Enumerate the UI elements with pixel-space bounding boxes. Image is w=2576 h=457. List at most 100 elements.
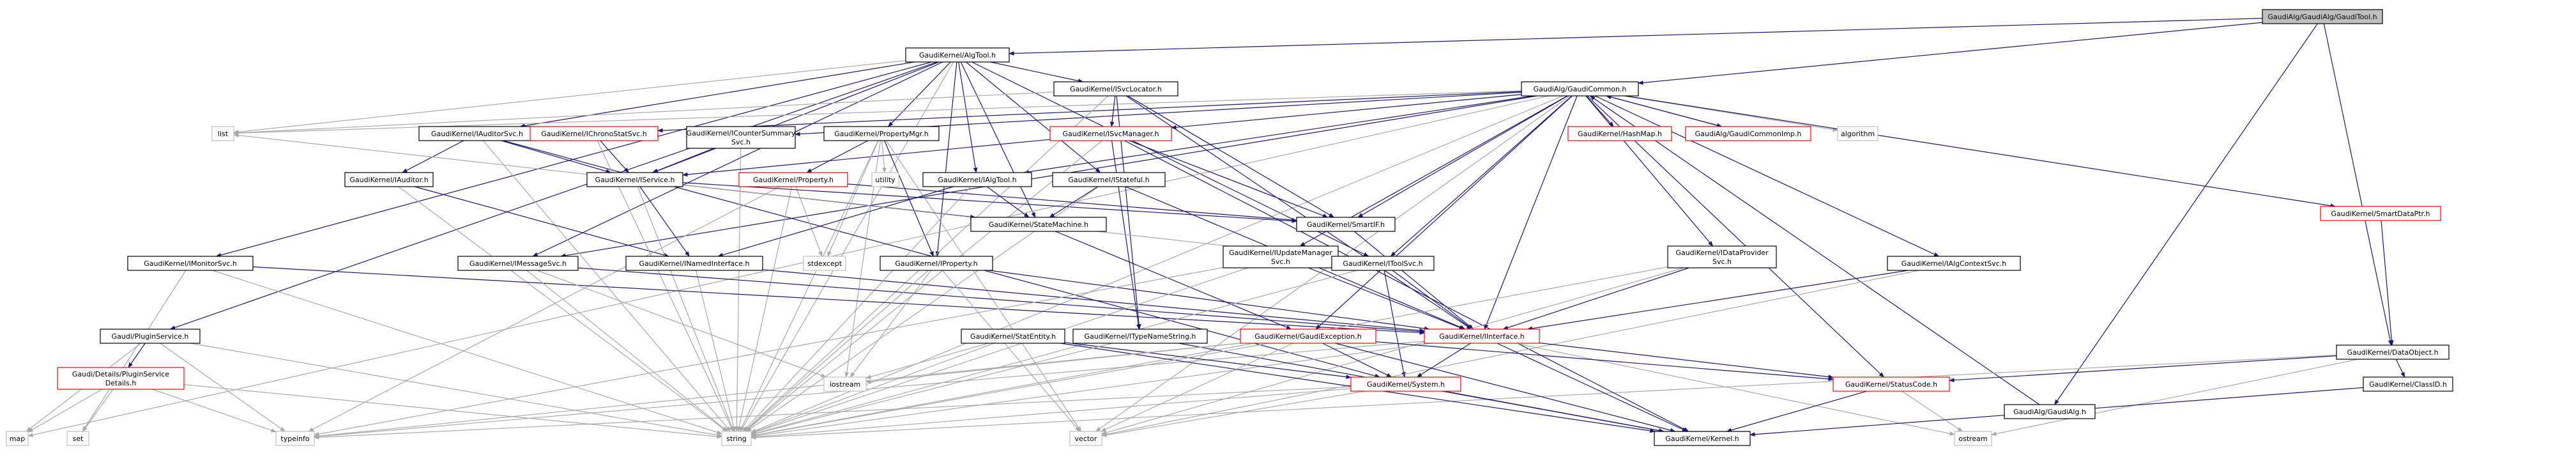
node-box[interactable] xyxy=(1331,256,1435,271)
node-box[interactable] xyxy=(1521,81,1639,97)
node-box[interactable] xyxy=(127,256,254,271)
node-IMessageSvc[interactable]: GaudiKernel/IMessageSvc.h xyxy=(457,256,579,271)
node-StatEntity[interactable]: GaudiKernel/StatEntity.h xyxy=(961,329,1065,344)
node-SmartIF[interactable]: GaudiKernel/SmartIF.h xyxy=(1296,217,1396,232)
node-box[interactable] xyxy=(970,217,1107,232)
node-box[interactable] xyxy=(738,172,848,187)
node-IMonitorSvc[interactable]: GaudiKernel/IMonitorSvc.h xyxy=(127,256,254,271)
node-box[interactable] xyxy=(1069,431,1102,446)
node-Property[interactable]: GaudiKernel/Property.h xyxy=(738,172,848,187)
node-box[interactable] xyxy=(1052,172,1166,187)
node-StatusCode[interactable]: GaudiKernel/StatusCode.h xyxy=(1833,376,1950,392)
node-IService[interactable]: GaudiKernel/IService.h xyxy=(586,172,683,187)
node-box[interactable] xyxy=(57,367,185,390)
node-GaudiCommonImp[interactable]: GaudiAlg/GaudiCommonImp.h xyxy=(1685,126,1811,141)
node-box[interactable] xyxy=(1833,376,1950,392)
node-box[interactable] xyxy=(625,256,763,271)
node-ITypeNameString[interactable]: GaudiKernel/ITypeNameString.h xyxy=(1072,329,1208,344)
node-box[interactable] xyxy=(1954,431,1992,446)
node-box[interactable] xyxy=(880,256,993,271)
node-PropertyMgr[interactable]: GaudiKernel/PropertyMgr.h xyxy=(823,126,940,141)
node-typeinfo[interactable]: typeinfo xyxy=(275,431,315,446)
node-box[interactable] xyxy=(1567,126,1672,141)
node-INamedInterface[interactable]: GaudiKernel/INamedInterface.h xyxy=(625,256,763,271)
node-box[interactable] xyxy=(2336,345,2450,360)
node-Kernel[interactable]: GaudiKernel/Kernel.h xyxy=(1654,431,1751,446)
node-box[interactable] xyxy=(275,431,315,446)
node-box[interactable] xyxy=(344,172,434,187)
node-box[interactable] xyxy=(1053,81,1178,97)
node-box[interactable] xyxy=(2363,376,2453,392)
node-box[interactable] xyxy=(823,126,940,141)
node-box[interactable] xyxy=(823,376,867,392)
node-box[interactable] xyxy=(1350,376,1461,392)
node-box[interactable] xyxy=(457,256,579,271)
node-box[interactable] xyxy=(922,172,1032,187)
node-iostream[interactable]: iostream xyxy=(823,376,867,392)
node-box[interactable] xyxy=(1654,431,1751,446)
node-ISvcManager[interactable]: GaudiKernel/ISvcManager.h xyxy=(1049,126,1172,141)
node-IProperty[interactable]: GaudiKernel/IProperty.h xyxy=(880,256,993,271)
node-box[interactable] xyxy=(1424,329,1540,344)
node-vector[interactable]: vector xyxy=(1069,431,1102,446)
node-box[interactable] xyxy=(1685,126,1811,141)
node-label: GaudiKernel/SmartDataPtr.h xyxy=(2331,210,2430,218)
node-box[interactable] xyxy=(871,172,899,187)
node-label: GaudiKernel/IMessageSvc.h xyxy=(469,259,567,268)
node-box[interactable] xyxy=(1072,329,1208,344)
node-box[interactable] xyxy=(586,172,683,187)
node-box[interactable] xyxy=(1240,329,1376,344)
node-GaudiException[interactable]: GaudiKernel/GaudiException.h xyxy=(1240,329,1376,344)
node-box[interactable] xyxy=(1667,245,1777,268)
node-GaudiCommon[interactable]: GaudiAlg/GaudiCommon.h xyxy=(1521,81,1639,97)
node-box[interactable] xyxy=(66,431,89,446)
node-box[interactable] xyxy=(905,47,1010,63)
node-utility[interactable]: utility xyxy=(871,172,899,187)
node-box[interactable] xyxy=(1887,256,2021,271)
node-ostream[interactable]: ostream xyxy=(1954,431,1992,446)
node-IAlgContextSvc[interactable]: GaudiKernel/IAlgContextSvc.h xyxy=(1887,256,2021,271)
node-box[interactable] xyxy=(1296,217,1396,232)
node-stdexcept[interactable]: stdexcept xyxy=(803,256,846,271)
node-StateMachine[interactable]: GaudiKernel/StateMachine.h xyxy=(970,217,1107,232)
node-GaudiAlgH[interactable]: GaudiAlg/GaudiAlg.h xyxy=(2004,404,2096,419)
node-box[interactable] xyxy=(803,256,846,271)
node-AlgTool[interactable]: GaudiKernel/AlgTool.h xyxy=(905,47,1010,63)
node-HashMap[interactable]: GaudiKernel/HashMap.h xyxy=(1567,126,1672,141)
node-System[interactable]: GaudiKernel/System.h xyxy=(1350,376,1461,392)
node-IAlgTool[interactable]: GaudiKernel/IAlgTool.h xyxy=(922,172,1032,187)
node-box[interactable] xyxy=(1837,126,1879,141)
node-PluginService[interactable]: Gaudi/PluginService.h xyxy=(100,329,201,344)
node-box[interactable] xyxy=(6,431,29,446)
node-box[interactable] xyxy=(721,431,752,446)
node-algorithm[interactable]: algorithm xyxy=(1837,126,1879,141)
node-SvcLocator[interactable]: GaudiKernel/ISvcLocator.h xyxy=(1053,81,1178,97)
node-list[interactable]: list xyxy=(211,126,234,141)
node-ClassID[interactable]: GaudiKernel/ClassID.h xyxy=(2363,376,2453,392)
node-box[interactable] xyxy=(2320,206,2441,221)
node-GaudiTool[interactable]: GaudiAlg/GaudiAlg/GaudiTool.h xyxy=(2262,9,2383,24)
node-box[interactable] xyxy=(686,126,796,149)
node-DataObject[interactable]: GaudiKernel/DataObject.h xyxy=(2336,345,2450,360)
node-IStateful[interactable]: GaudiKernel/IStateful.h xyxy=(1052,172,1166,187)
node-IInterface[interactable]: GaudiKernel/IInterface.h xyxy=(1424,329,1540,344)
node-IAuditor[interactable]: GaudiKernel/IAuditor.h xyxy=(344,172,434,187)
node-box[interactable] xyxy=(100,329,201,344)
node-IToolSvc[interactable]: GaudiKernel/IToolSvc.h xyxy=(1331,256,1435,271)
node-box[interactable] xyxy=(1049,126,1172,141)
node-box[interactable] xyxy=(530,126,659,141)
node-box[interactable] xyxy=(2262,9,2383,24)
node-box[interactable] xyxy=(961,329,1065,344)
node-SmartDataPtr[interactable]: GaudiKernel/SmartDataPtr.h xyxy=(2320,206,2441,221)
node-string[interactable]: string xyxy=(721,431,752,446)
node-box[interactable] xyxy=(211,126,234,141)
node-IChronoStatSvc[interactable]: GaudiKernel/IChronoStatSvc.h xyxy=(530,126,659,141)
node-set[interactable]: set xyxy=(66,431,89,446)
node-map[interactable]: map xyxy=(6,431,29,446)
node-box[interactable] xyxy=(2004,404,2096,419)
node-IAuditorSvc[interactable]: GaudiKernel/IAuditorSvc.h xyxy=(418,126,536,141)
